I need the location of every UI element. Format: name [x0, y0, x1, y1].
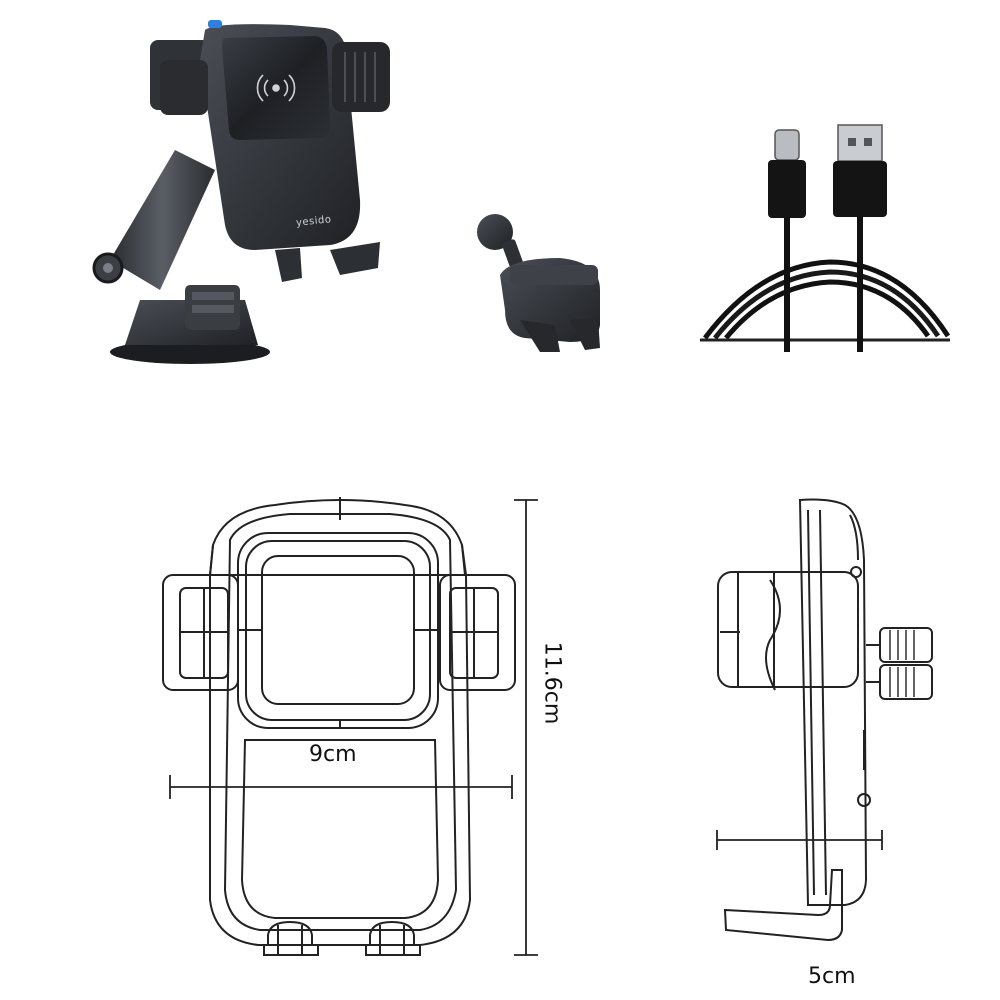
wireless-charging-icon	[256, 74, 296, 102]
charger-holder-photo	[92, 20, 390, 364]
depth-dimension-line	[716, 830, 883, 850]
front-view-drawing	[162, 497, 516, 956]
status-led	[208, 20, 222, 28]
height-dimension-label: 11.6cm	[539, 641, 565, 725]
side-view-drawing	[717, 498, 933, 942]
width-dimension-label: 9cm	[309, 742, 357, 767]
depth-dimension-label: 5cm	[808, 964, 856, 989]
height-dimension-line	[514, 499, 538, 956]
air-vent-clip-photo	[477, 214, 600, 352]
width-dimension-line	[169, 775, 513, 799]
usb-c-cable-photo	[700, 124, 951, 352]
